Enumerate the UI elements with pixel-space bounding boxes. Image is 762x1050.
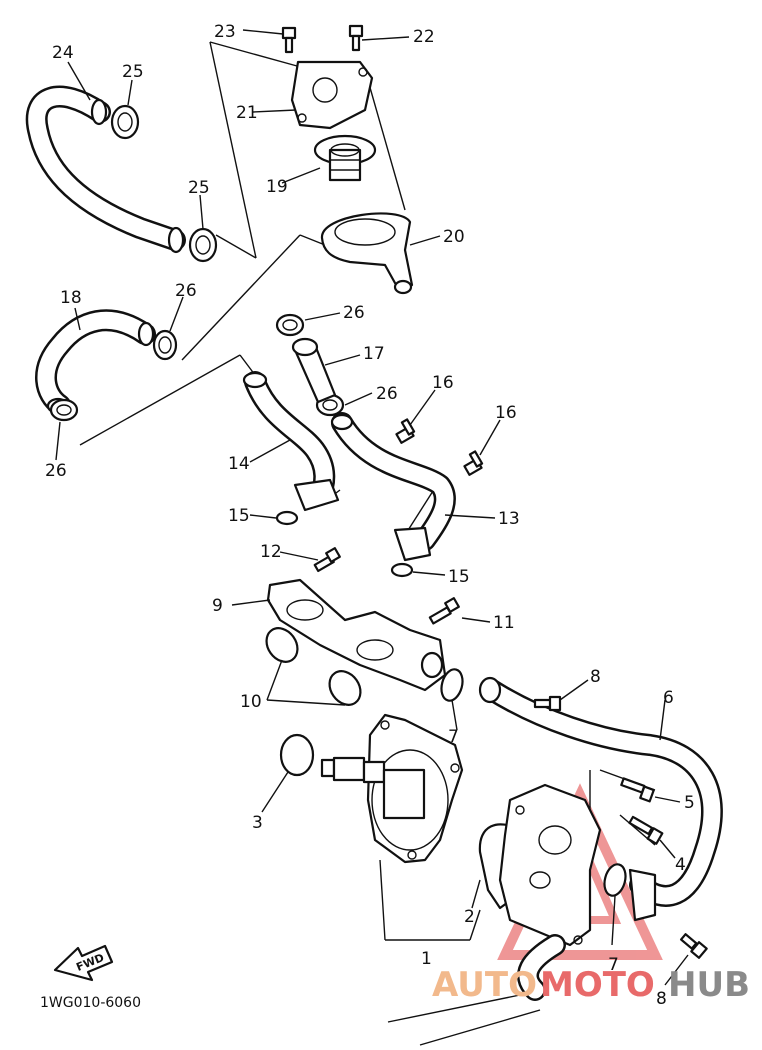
- callout-16-a: 16: [432, 373, 454, 393]
- o-ring-3: [279, 733, 315, 777]
- o-ring-10-b: [328, 670, 362, 706]
- callout-16-b: 16: [495, 403, 517, 423]
- callout-13: 13: [498, 509, 520, 529]
- callout-15-b: 15: [448, 567, 470, 587]
- fwd-arrow-icon: FWD: [53, 944, 114, 982]
- bolt-23: [281, 26, 297, 54]
- callout-7-a: 7: [448, 727, 459, 747]
- watermark-moto: MOTO: [540, 965, 655, 1005]
- o-ring-10-a: [265, 627, 299, 663]
- callout-23: 23: [214, 22, 236, 42]
- bolt-16-b: [463, 450, 484, 476]
- bolt-16-a: [395, 418, 416, 444]
- callout-26-c: 26: [45, 461, 67, 481]
- hose-17: [291, 337, 337, 404]
- callout-25-top: 25: [122, 62, 144, 82]
- pipe-6: [478, 676, 723, 922]
- hose-clamp-26-a: [152, 329, 178, 361]
- hose-clamp-26-b: [49, 398, 79, 422]
- pipe-14: [242, 371, 340, 512]
- thermostat-19: [313, 134, 377, 182]
- callout-5: 5: [684, 793, 695, 813]
- hose-24: [25, 85, 186, 254]
- callout-1: 1: [421, 949, 432, 969]
- thermostat-cover-21: [290, 60, 374, 130]
- callout-labels: 23 22 21 19 20 24 25 25 18 26 26 26 17 2…: [45, 22, 695, 1009]
- impeller-shaft: [320, 756, 426, 820]
- callout-21: 21: [236, 103, 258, 123]
- callout-2: 2: [464, 907, 475, 927]
- callout-11: 11: [493, 613, 515, 633]
- hose-clamp-25-bottom: [188, 227, 218, 263]
- hose-clamp-26-c: [275, 313, 305, 337]
- bolt-11: [428, 597, 460, 625]
- bolt-12: [313, 547, 341, 573]
- callout-7-b: 7: [608, 955, 619, 975]
- bolt-8-a: [533, 695, 562, 712]
- bolt-4: [628, 815, 664, 845]
- o-ring-15-b: [390, 562, 414, 578]
- callout-22: 22: [413, 27, 435, 47]
- thermostat-housing-20: [320, 212, 414, 295]
- hose-clamp-25-top: [110, 104, 140, 140]
- callout-26-a: 26: [175, 281, 197, 301]
- watermark-hub: HUB: [668, 965, 750, 1005]
- watermark-text: AUTO MOTO HUB: [432, 965, 750, 1005]
- water-jacket-joint-9: [266, 578, 447, 692]
- callout-18: 18: [60, 288, 82, 308]
- callout-12: 12: [260, 542, 282, 562]
- callout-8-a: 8: [590, 667, 601, 687]
- bolt-5: [620, 777, 655, 803]
- water-pump-cover: [498, 783, 602, 947]
- callout-19: 19: [266, 177, 288, 197]
- callout-3: 3: [252, 813, 263, 833]
- callout-10: 10: [240, 692, 262, 712]
- pipe-13: [330, 412, 456, 562]
- callout-9: 9: [212, 596, 223, 616]
- callout-17: 17: [363, 344, 385, 364]
- callout-24: 24: [52, 43, 74, 63]
- o-ring-7-a: [440, 668, 464, 702]
- callout-4: 4: [675, 855, 686, 875]
- bolt-8-b: [679, 933, 708, 959]
- callout-15-a: 15: [228, 506, 250, 526]
- callout-26-b: 26: [343, 303, 365, 323]
- callout-6: 6: [663, 688, 674, 708]
- o-ring-7-b: [603, 863, 627, 897]
- callout-8-b: 8: [656, 989, 667, 1009]
- o-ring-15-a: [275, 510, 299, 526]
- diagram-code: 1WG010-6060: [40, 995, 141, 1011]
- leader-lines: [55, 29, 689, 986]
- callout-26-d: 26: [376, 384, 398, 404]
- bolt-22: [348, 24, 364, 52]
- bottom-pipe: [387, 934, 566, 1046]
- watermark-auto: AUTO: [432, 965, 537, 1005]
- callout-14: 14: [228, 454, 250, 474]
- callout-25-bottom: 25: [188, 178, 210, 198]
- callout-20: 20: [443, 227, 465, 247]
